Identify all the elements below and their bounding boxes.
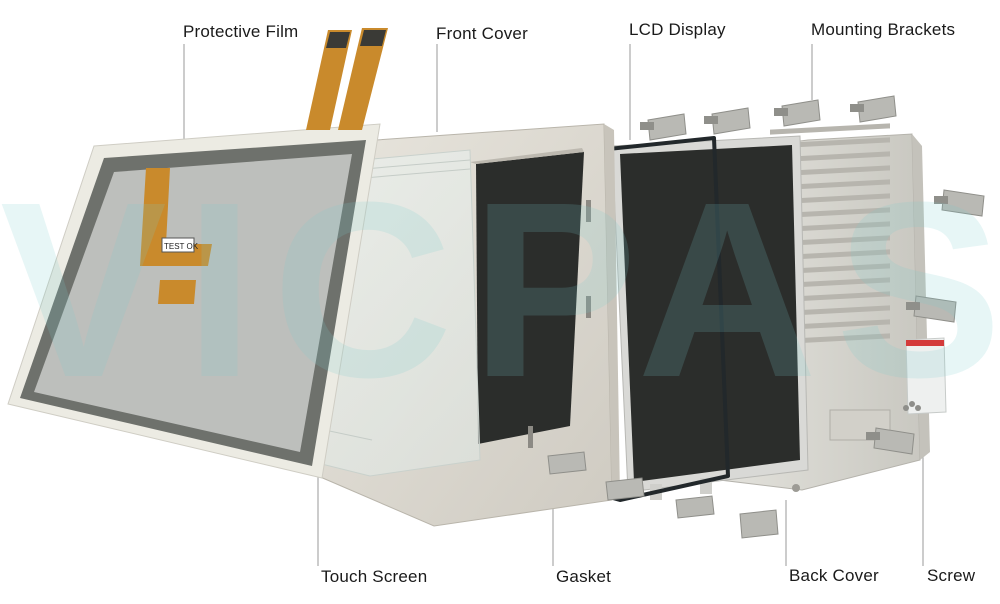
bracket-11 — [739, 509, 779, 539]
flex-tag-label: TEST OK — [164, 242, 199, 251]
label-protective-film: Protective Film — [183, 22, 299, 41]
screw-bag — [903, 337, 947, 415]
label-gasket: Gasket — [556, 567, 612, 586]
bracket-7 — [866, 427, 915, 455]
bracket-6 — [906, 295, 957, 323]
flex-cable — [140, 28, 388, 304]
bracket-4 — [850, 95, 897, 123]
mounting-brackets — [547, 95, 985, 539]
label-back-cover: Back Cover — [789, 566, 879, 585]
label-lcd-display: LCD Display — [629, 20, 726, 39]
label-front-cover: Front Cover — [436, 24, 528, 43]
bracket-8 — [547, 451, 587, 475]
bracket-9 — [605, 477, 645, 501]
bracket-10 — [675, 495, 715, 519]
bracket-5 — [934, 189, 985, 217]
label-touch-screen: Touch Screen — [321, 567, 428, 586]
bracket-2 — [704, 107, 751, 135]
label-mounting-brackets: Mounting Brackets — [811, 20, 956, 39]
label-screw: Screw — [927, 566, 976, 585]
bracket-1 — [640, 113, 687, 141]
protective-film — [7, 28, 388, 479]
bracket-3 — [774, 99, 821, 127]
lcd-display — [611, 135, 809, 500]
